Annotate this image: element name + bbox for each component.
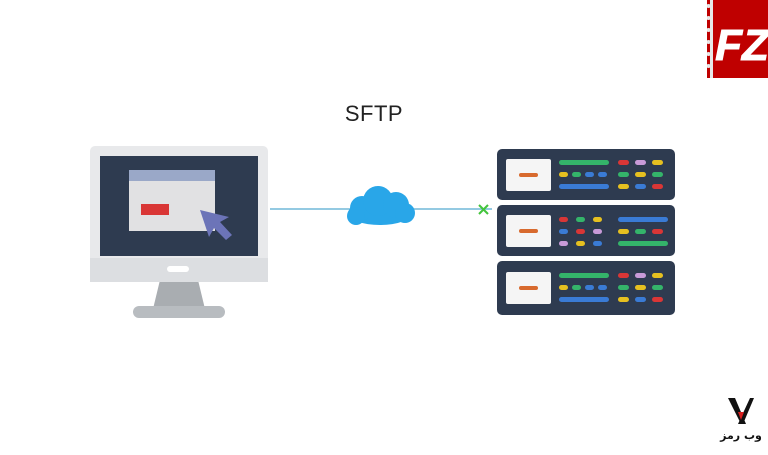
connection-status-x-icon	[478, 204, 489, 215]
server-rack-icon	[497, 149, 675, 315]
protocol-label: SFTP	[344, 101, 404, 126]
webramz-logo-text: وب رمز	[719, 429, 762, 442]
filezilla-logo-icon: FZ	[707, 0, 768, 78]
app-window-button	[141, 204, 169, 215]
monitor-base	[133, 306, 225, 318]
client-computer-icon	[90, 146, 268, 318]
webramz-logo-icon: وب رمز	[719, 398, 762, 442]
server-unit-2	[497, 205, 675, 256]
monitor-power-indicator	[167, 266, 189, 272]
server-unit-3	[497, 261, 675, 315]
app-window-titlebar	[129, 170, 215, 181]
mouse-cursor-icon	[200, 210, 232, 240]
filezilla-logo-text: FZ	[715, 21, 768, 70]
monitor-neck	[153, 280, 205, 309]
internet-cloud-icon	[347, 186, 415, 225]
server-unit-1	[497, 149, 675, 200]
